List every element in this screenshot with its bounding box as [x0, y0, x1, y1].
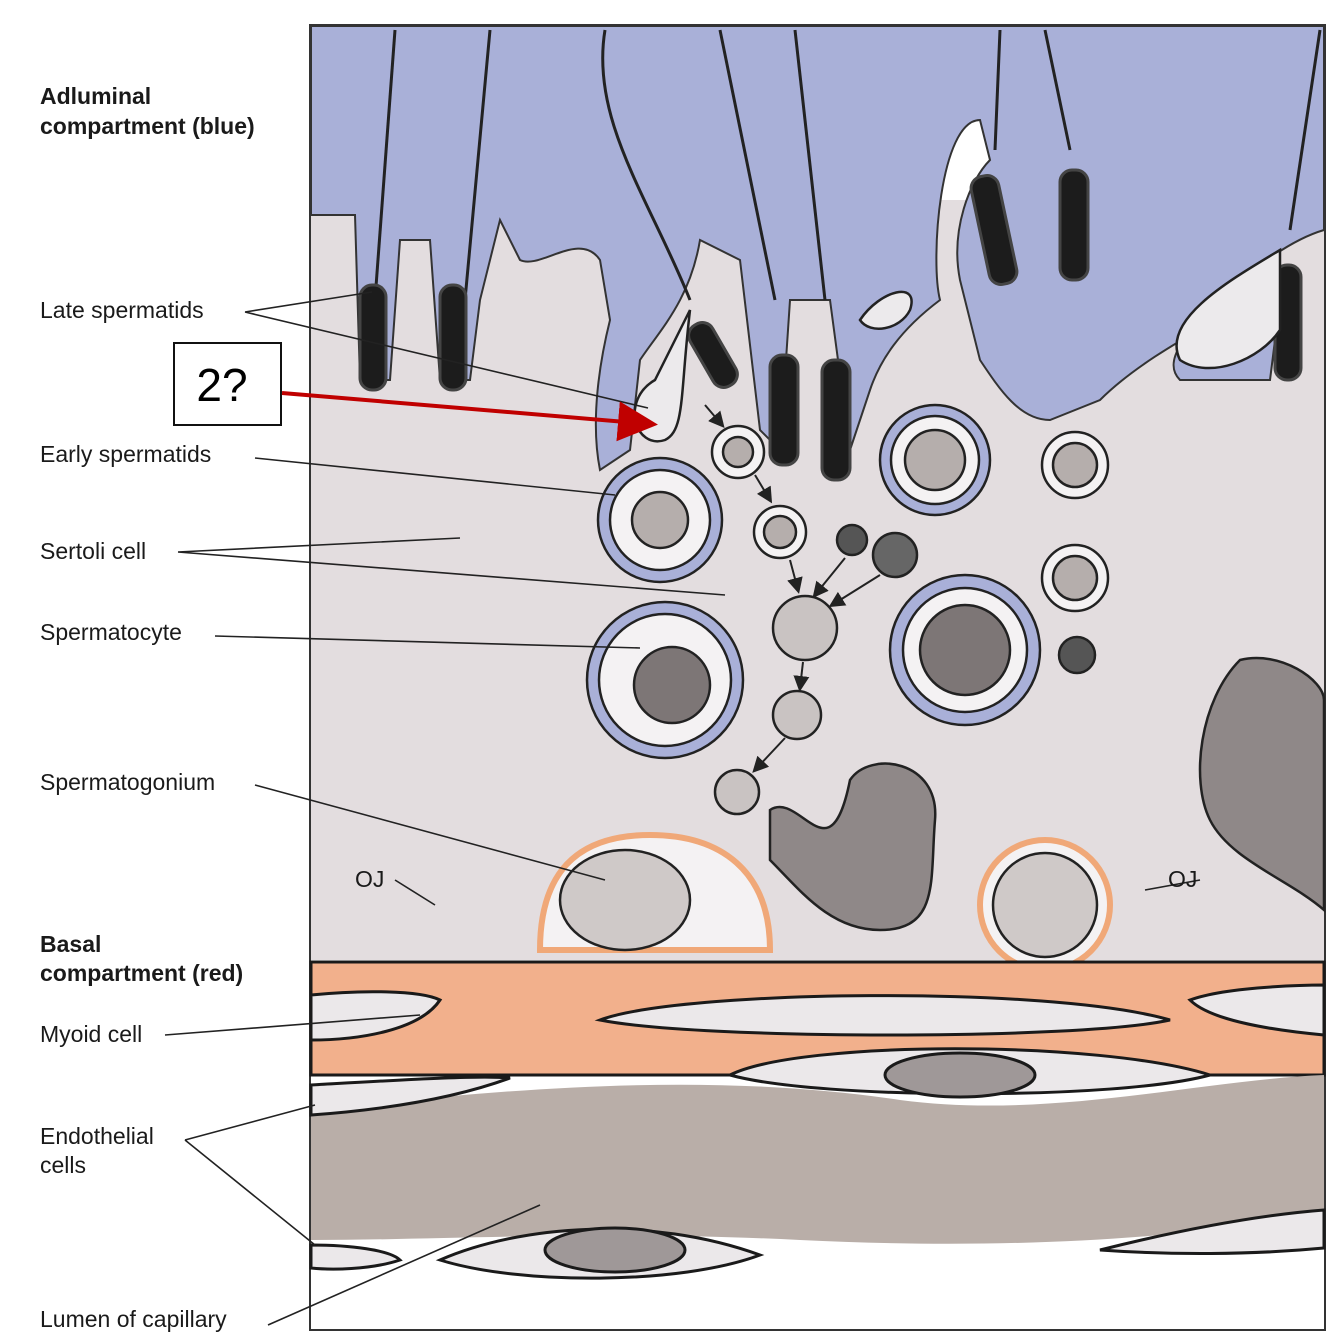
label-endothelial: Endothelial [40, 1123, 154, 1149]
label-early-spermatids: Early spermatids [40, 441, 211, 467]
label-myoid-cell: Myoid cell [40, 1021, 142, 1047]
differentiation-arrows [704, 404, 881, 773]
label-spermatogonium: Spermatogonium [40, 769, 215, 795]
label-adluminal-2: compartment (blue) [40, 113, 255, 139]
adluminal-compartment [310, 25, 1325, 472]
label-oj-right: OJ [1168, 866, 1197, 892]
label-spermatocyte: Spermatocyte [40, 619, 182, 645]
label-basal-2: compartment (red) [40, 960, 243, 986]
label-sertoli-cell: Sertoli cell [40, 538, 146, 564]
question-text: 2? [196, 359, 247, 411]
label-basal: Basal [40, 931, 101, 957]
red-pointer-arrow [281, 391, 658, 442]
capillary-lumen [311, 1075, 1324, 1244]
label-oj-left: OJ [355, 866, 384, 892]
endothelial-cells [309, 1051, 1326, 1280]
label-lumen-of-capillary: Lumen of capillary [40, 1306, 227, 1332]
label-adluminal: Adluminal [40, 83, 151, 109]
label-late-spermatids: Late spermatids [40, 297, 204, 323]
label-endothelial-2: cells [40, 1152, 86, 1178]
leader-lines [164, 291, 1201, 1326]
question-box [173, 342, 282, 426]
myoid-cells [309, 983, 1326, 1096]
late-spermatids [373, 29, 1322, 301]
